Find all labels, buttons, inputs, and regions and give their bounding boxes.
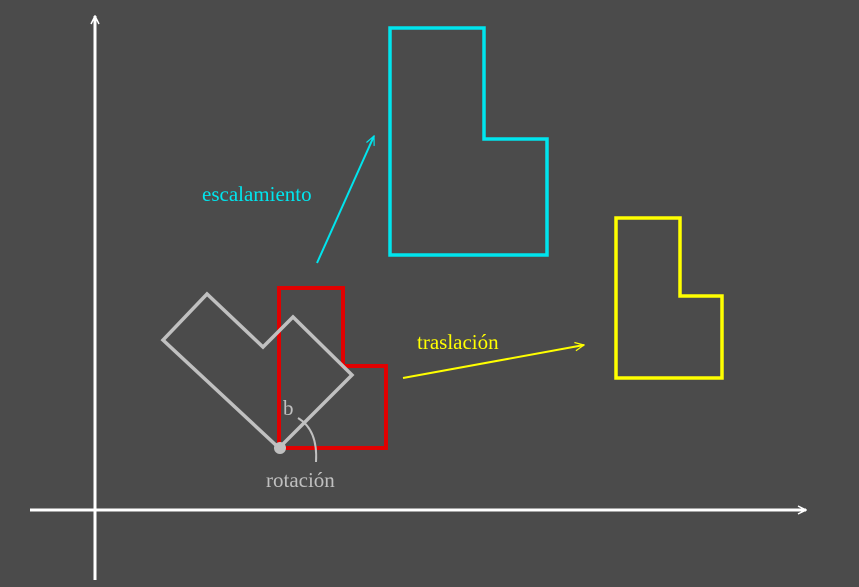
translated-shape (614, 216, 724, 380)
rotated-shape (160, 291, 355, 451)
scaling-label: escalamiento (202, 182, 312, 206)
rotation-pointer-line (297, 417, 318, 463)
original-shape (277, 286, 388, 450)
scaled-shape (388, 26, 549, 257)
rotation-label: rotación (266, 468, 335, 492)
translation-label: traslación (417, 330, 499, 354)
translation-arrow (402, 345, 584, 379)
pivot-label: b (283, 396, 294, 420)
scaling-arrow (316, 136, 375, 264)
rotation-pivot-point (274, 442, 286, 454)
